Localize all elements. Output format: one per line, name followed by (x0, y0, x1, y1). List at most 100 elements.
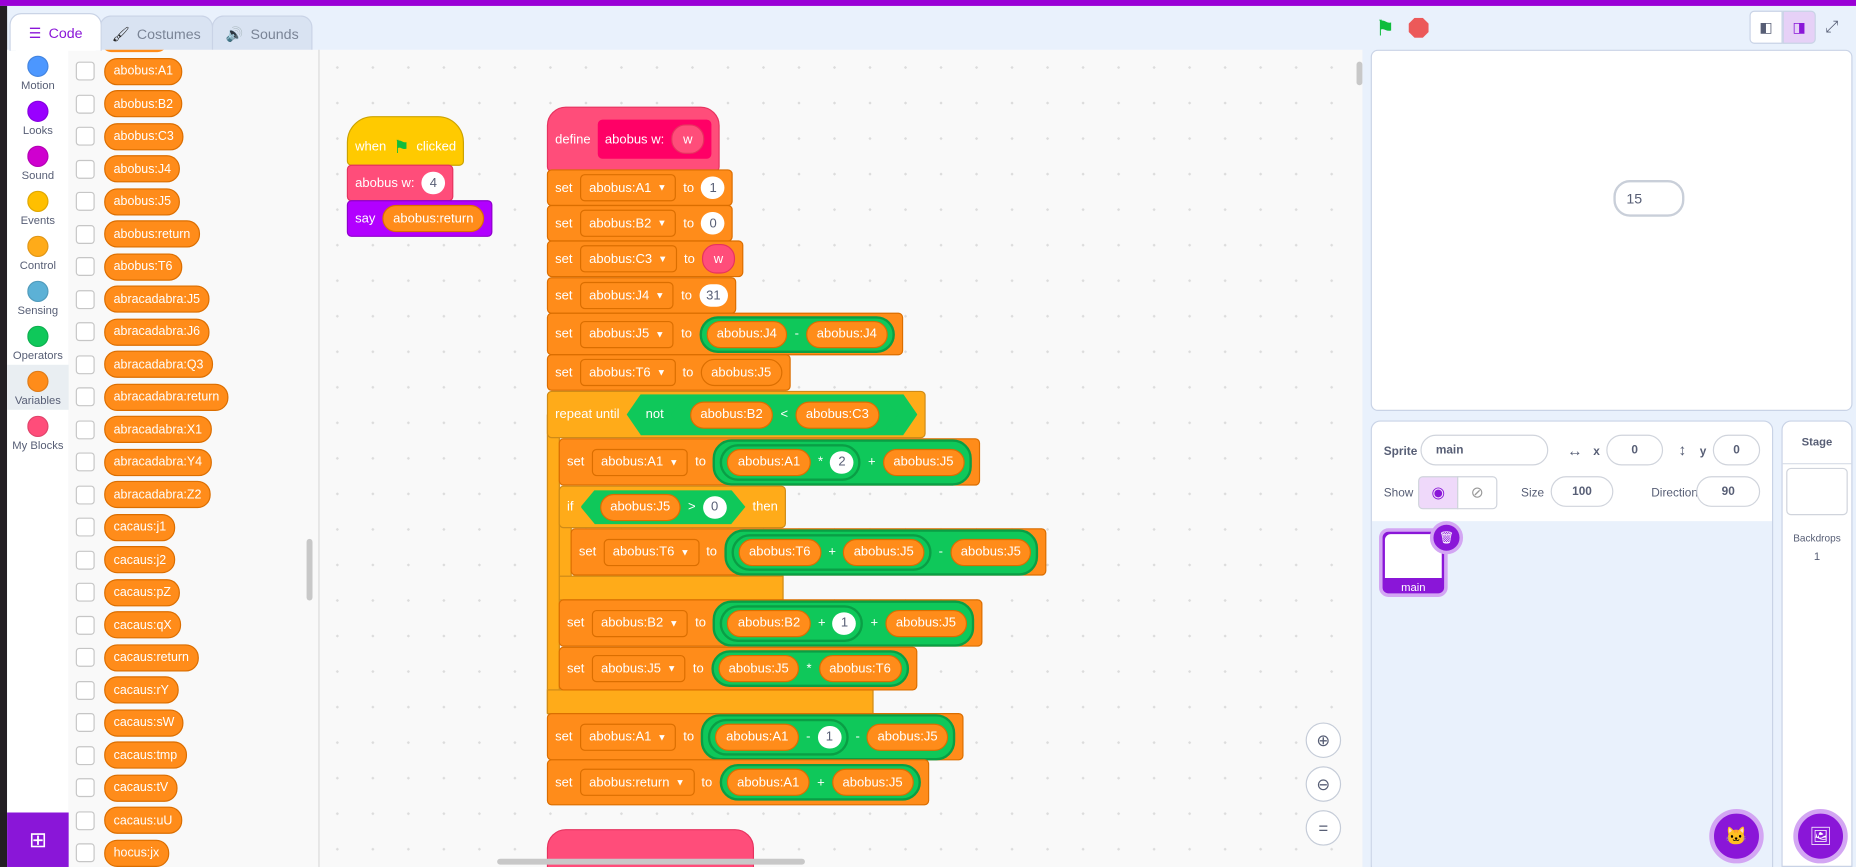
variable-reporter[interactable]: abobus:J5 (700, 358, 782, 387)
category-sound[interactable]: Sound (7, 140, 69, 185)
category-motion[interactable]: Motion (7, 50, 69, 95)
variable-reporter-block[interactable]: cacaus:qX (104, 611, 182, 639)
number-input[interactable]: 2 (830, 450, 854, 474)
variable-monitor-checkbox[interactable] (75, 745, 95, 765)
variable-monitor-checkbox[interactable] (75, 778, 95, 798)
variable-reporter[interactable]: abobus:J5 (831, 768, 914, 796)
boolean-operator[interactable]: abobus:B2<abobus:C3 (671, 397, 899, 431)
category-control[interactable]: Control (7, 230, 69, 275)
variable-reporter[interactable]: abobus:J5 (843, 538, 925, 566)
variable-reporter[interactable]: abobus:J5 (950, 538, 1032, 566)
green-flag-button[interactable]: ⚑ (1375, 16, 1395, 41)
number-input[interactable]: 4 (421, 171, 446, 195)
variable-reporter-block[interactable]: abobus:B2 (104, 90, 183, 118)
operator-reporter[interactable]: abobus:A1-1 (708, 718, 849, 756)
fullscreen-button[interactable]: ⤢ (1825, 17, 1838, 37)
variable-reporter[interactable]: abobus:A1 (727, 448, 811, 476)
variable-monitor-checkbox[interactable] (75, 517, 95, 537)
operator-reporter[interactable]: abobus:J5*abobus:T6 (710, 650, 909, 687)
custom-block-prototype[interactable]: abobus w:w (597, 119, 712, 159)
operator-reporter[interactable]: abobus:A1*2 (720, 443, 861, 481)
variable-reporter-block[interactable]: abracadabra:Z2 (104, 480, 211, 509)
operator-reporter[interactable]: abobus:J4-abobus:J4 (699, 315, 895, 353)
small-stage-button[interactable]: ◧ (1749, 10, 1783, 44)
call-abobus-block[interactable]: abobus w:4 (346, 164, 454, 202)
variable-dropdown[interactable]: abobus:C3▼ (579, 245, 677, 273)
argument-reporter[interactable]: w (701, 243, 736, 274)
variable-dropdown[interactable]: abobus:A1▼ (591, 448, 688, 476)
variable-reporter[interactable]: abobus:J5 (717, 654, 800, 683)
variable-monitor-checkbox[interactable] (75, 322, 95, 342)
variable-reporter-block[interactable]: abracadabra:return (104, 383, 229, 411)
size-input[interactable]: 100 (1550, 476, 1614, 507)
operator-reporter[interactable]: abobus:T6+abobus:J5-abobus:J5 (724, 528, 1039, 576)
variable-dropdown[interactable]: abobus:T6▼ (579, 358, 676, 387)
variable-monitor-checkbox[interactable] (75, 126, 95, 146)
variable-reporter[interactable]: abobus:J5 (882, 448, 965, 476)
variable-monitor-checkbox[interactable] (75, 485, 95, 504)
variable-reporter-block[interactable]: abobus:T6 (104, 252, 182, 281)
stage-selector[interactable]: Stage Backdrops 1 (1781, 420, 1853, 867)
tab-sounds[interactable]: 🔊Sounds (211, 15, 313, 51)
variable-monitor-checkbox[interactable] (75, 224, 95, 244)
variable-reporter-block[interactable]: cacaus:return (104, 643, 199, 671)
variable-monitor-checkbox[interactable] (75, 419, 95, 439)
stage-thumbnail[interactable] (1786, 467, 1848, 516)
category-operators[interactable]: Operators (7, 320, 69, 365)
variable-monitor-checkbox[interactable] (75, 387, 95, 407)
variable-dropdown[interactable]: abobus:J5▼ (591, 654, 686, 683)
variable-reporter-block[interactable]: cacaus:tmp (104, 741, 187, 769)
variable-reporter[interactable]: abobus:A1 (715, 723, 800, 751)
variable-monitor-checkbox[interactable] (75, 452, 95, 472)
choose-backdrop-button[interactable]: 🖼 (1793, 808, 1848, 864)
variable-reporter-block[interactable]: abracadabra:X1 (104, 415, 212, 443)
variable-reporter-block[interactable]: abracadabra:Q3 (104, 350, 213, 378)
variable-monitor-checkbox[interactable] (75, 713, 95, 732)
variable-monitor-checkbox[interactable] (75, 647, 95, 667)
variable-dropdown[interactable]: abobus:A1▼ (579, 723, 677, 751)
large-stage-button[interactable]: ◨ (1782, 10, 1816, 44)
variable-reporter-block[interactable]: cacaus:j1 (104, 513, 176, 541)
variable-dropdown[interactable]: abobus:J4▼ (579, 281, 674, 310)
variable-monitor-checkbox[interactable] (75, 159, 95, 179)
number-input[interactable]: 31 (699, 284, 728, 307)
variable-reporter[interactable]: abobus:C3 (795, 401, 879, 428)
variable-reporter-block[interactable]: abobus:return (104, 220, 200, 248)
zoom-reset-button[interactable]: = (1305, 810, 1342, 846)
variable-monitor-checkbox[interactable] (75, 94, 95, 114)
palette-scrollbar[interactable] (306, 538, 313, 601)
variable-reporter-block[interactable]: abobus:C3 (104, 122, 184, 150)
variable-reporter-block[interactable]: abobus:J5 (104, 187, 181, 215)
choose-sprite-button[interactable]: 🐱 (1709, 808, 1764, 864)
operator-reporter[interactable]: abobus:B2+1 (720, 604, 864, 642)
variable-reporter[interactable]: abobus:A1 (726, 768, 811, 796)
category-variables[interactable]: Variables (7, 364, 69, 410)
show-hidden-button[interactable]: ⊘ (1457, 476, 1498, 510)
variable-monitor-checkbox[interactable] (75, 615, 95, 635)
variable-reporter-block[interactable]: abobus:A1 (104, 57, 183, 85)
boolean-operator[interactable]: abobus:J5>0 (581, 490, 746, 524)
variable-reporter[interactable]: abobus:T6 (818, 654, 902, 683)
variable-monitor-checkbox[interactable] (75, 550, 95, 570)
variable-reporter-block[interactable]: cacaus:tV (104, 774, 178, 802)
stage-canvas[interactable] (1370, 49, 1853, 411)
variable-reporter-block[interactable]: hocus:jx (104, 839, 169, 867)
variable-monitor-checkbox[interactable] (75, 354, 95, 374)
palette-block-partial[interactable] (101, 49, 167, 53)
horizontal-scrollbar[interactable] (497, 858, 805, 865)
variable-reporter-block[interactable]: cacaus:pZ (104, 578, 181, 606)
direction-input[interactable]: 90 (1696, 476, 1761, 507)
variable-monitor-checkbox[interactable] (75, 680, 95, 700)
variable-reporter-block[interactable]: cacaus:rY (104, 676, 179, 704)
y-input[interactable]: 0 (1712, 434, 1761, 466)
category-looks[interactable]: Looks (7, 95, 69, 140)
